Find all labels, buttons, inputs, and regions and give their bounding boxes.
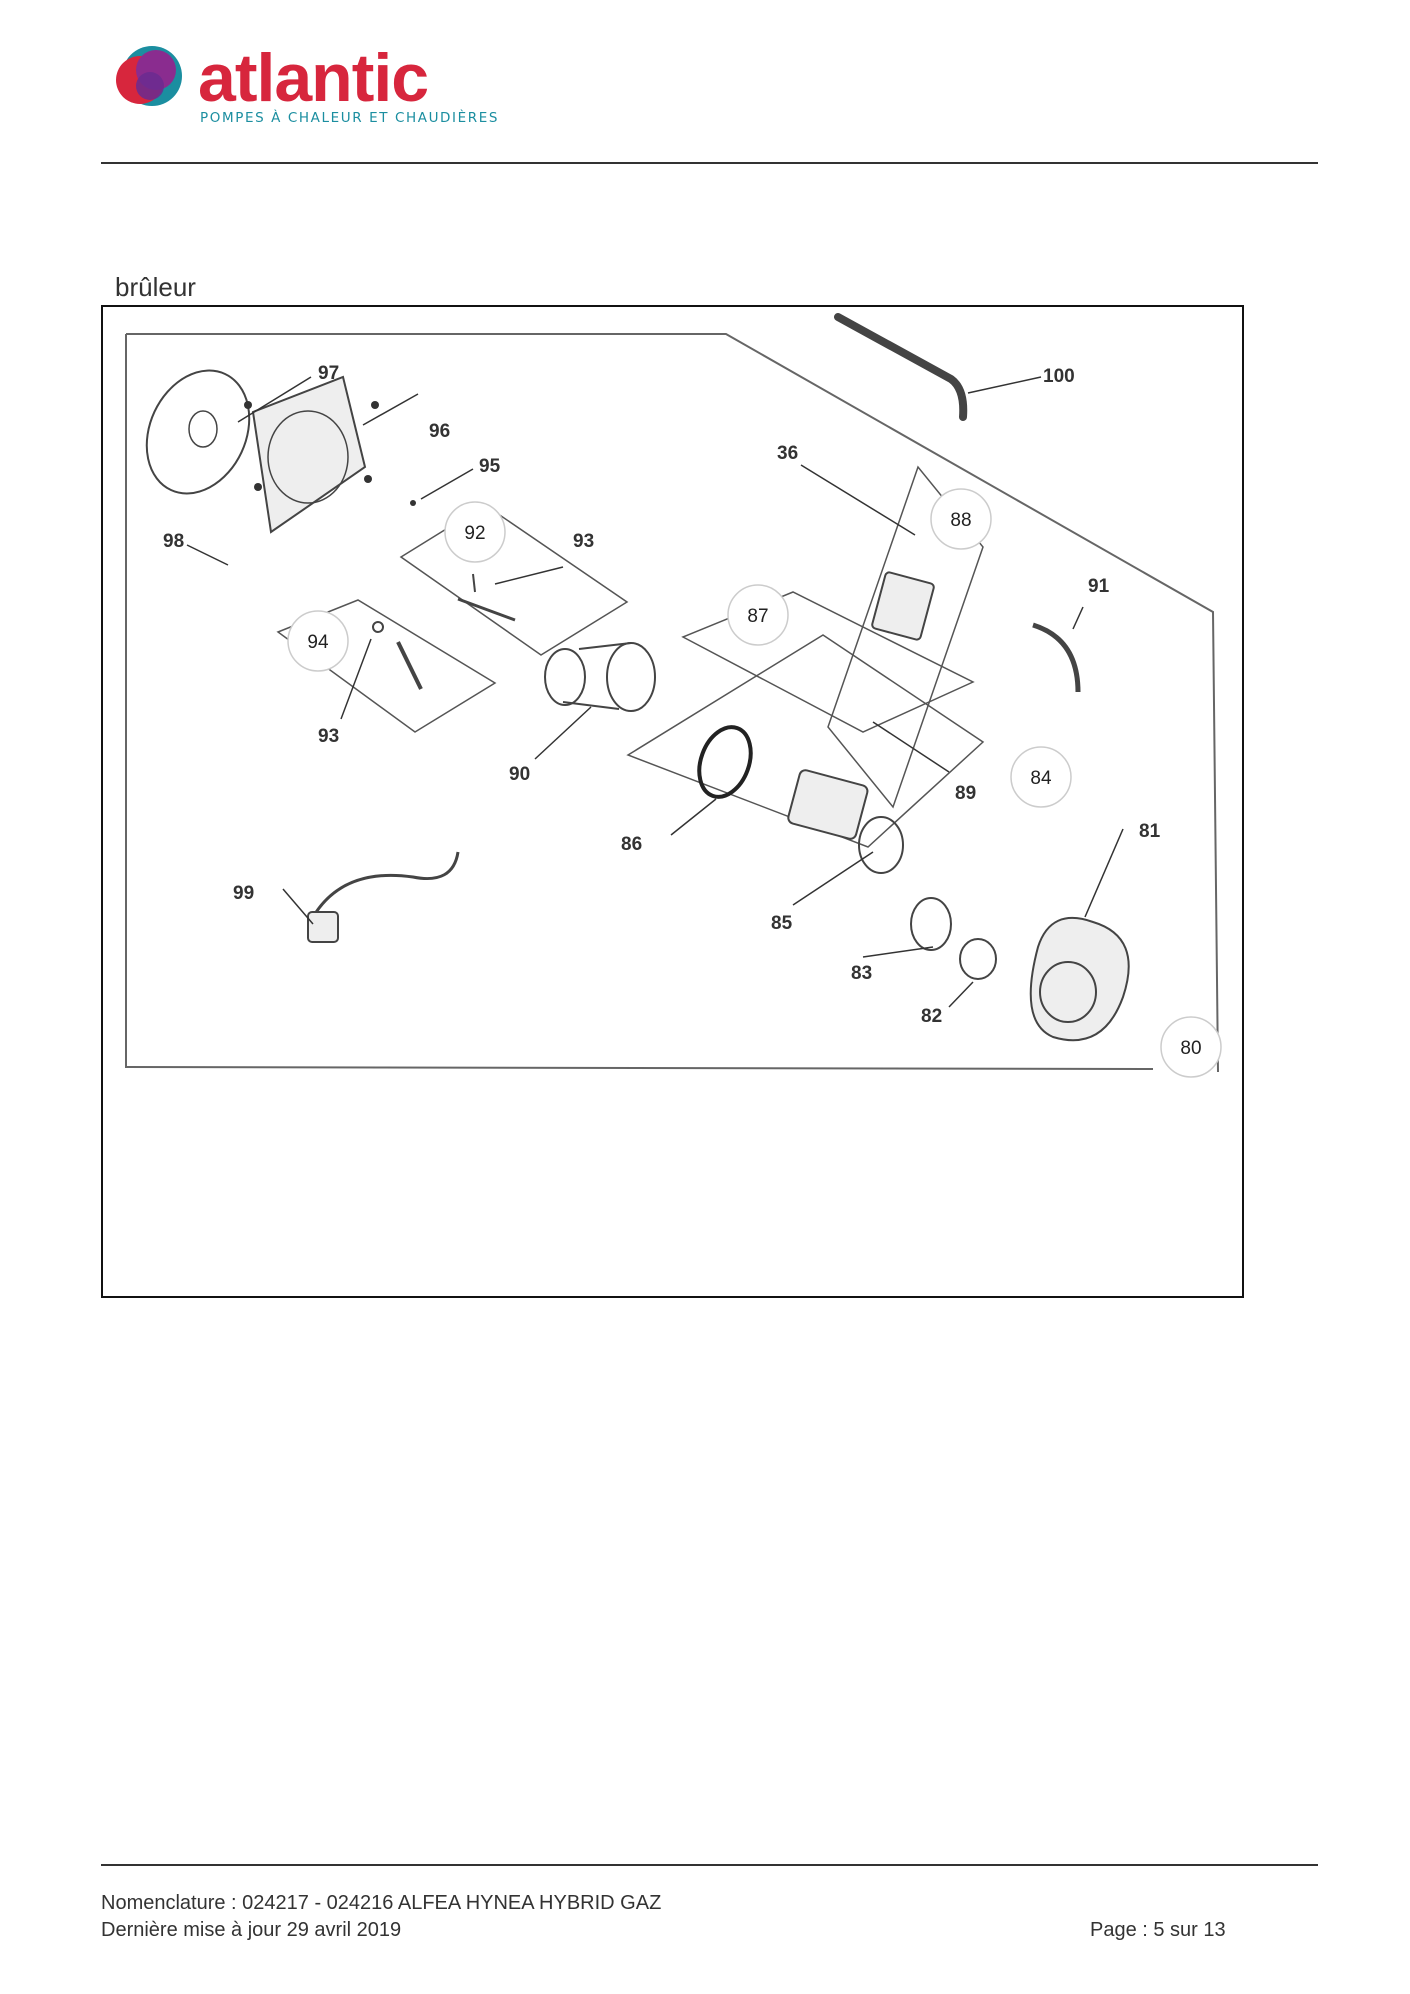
label-100: 100	[1043, 366, 1075, 387]
label-95: 95	[479, 456, 501, 477]
label-85: 85	[771, 913, 793, 934]
logo-mark-icon	[116, 46, 182, 106]
label-88: 88	[950, 510, 971, 531]
label-92: 92	[464, 523, 485, 544]
label-84: 84	[1030, 768, 1052, 789]
label-89: 89	[955, 783, 976, 804]
brand-tagline: POMPES À CHALEUR ET CHAUDIÈRES	[200, 110, 500, 126]
label-87: 87	[747, 606, 768, 627]
footer-page-number: Page : 5 sur 13	[1090, 1919, 1226, 1941]
label-83: 83	[851, 963, 872, 984]
label-90: 90	[509, 764, 530, 785]
header-rule	[101, 162, 1318, 164]
brand-name: atlantic	[198, 40, 429, 116]
label-80: 80	[1180, 1038, 1201, 1059]
label-86: 86	[621, 834, 642, 855]
burner-exploded-diagram: 92 94 87 88 84 80 97 96 95 98 93 93 90 3…	[125, 313, 1222, 1078]
label-99: 99	[233, 883, 254, 904]
label-98: 98	[163, 531, 184, 552]
label-96: 96	[429, 421, 450, 442]
section-title: brûleur	[115, 272, 196, 302]
label-82: 82	[921, 1006, 942, 1027]
circled-labels: 92 94 87 88 84 80	[287, 488, 1222, 1078]
callout-labels: 97 96 95 98 93 93 90 36 100 91 89 86 85 …	[163, 363, 1161, 1027]
label-91: 91	[1088, 576, 1110, 597]
label-94: 94	[307, 632, 329, 653]
label-93-lower: 93	[318, 726, 339, 747]
label-97: 97	[318, 363, 339, 384]
atlantic-logo: atlantic POMPES À CHALEUR ET CHAUDIÈRES	[112, 36, 497, 136]
label-81: 81	[1139, 821, 1161, 842]
label-93-upper: 93	[573, 531, 594, 552]
exploded-diagram-frame: 92 94 87 88 84 80 97 96 95 98 93 93 90 3…	[101, 305, 1244, 1298]
label-36: 36	[777, 443, 798, 464]
footer-rule	[101, 1864, 1318, 1866]
footer-last-updated: Dernière mise à jour 29 avril 2019	[101, 1919, 402, 1941]
footer-nomenclature: Nomenclature : 024217 - 024216 ALFEA HYN…	[101, 1892, 662, 1914]
